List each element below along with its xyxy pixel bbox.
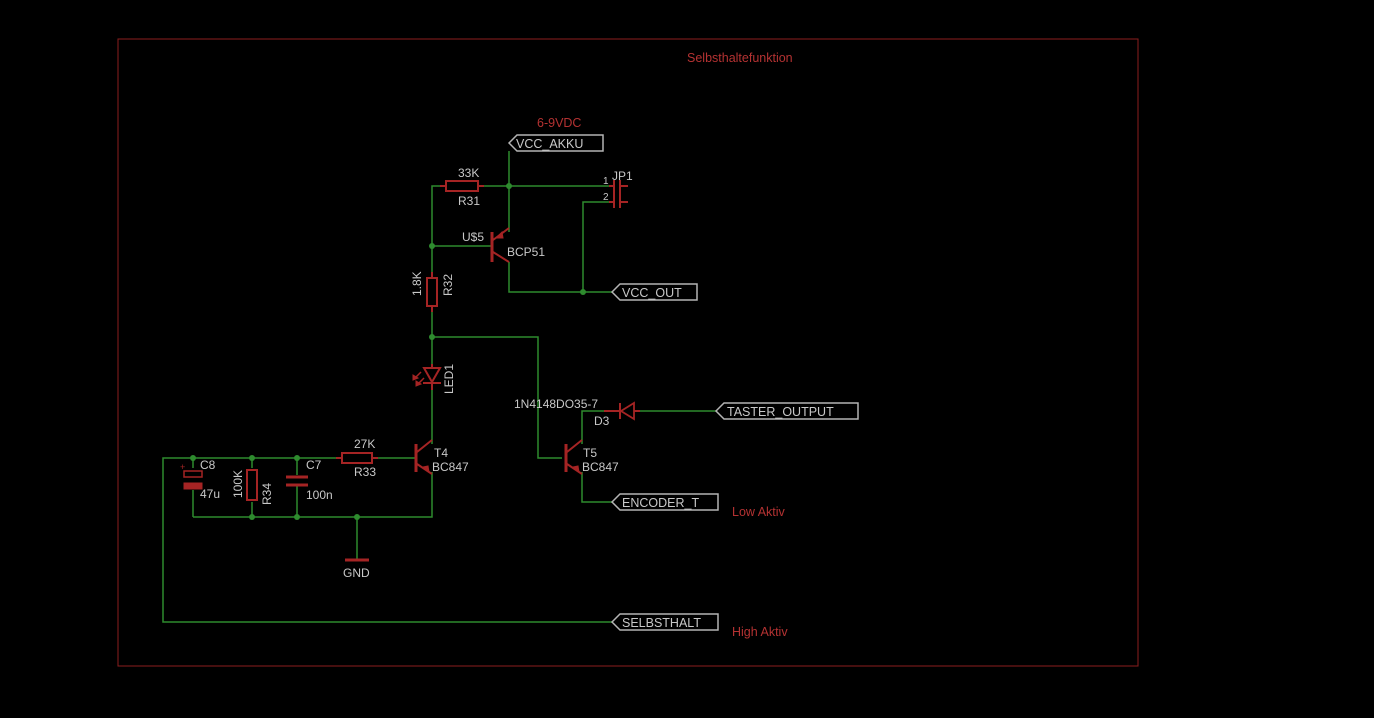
t4-value: BC847 (432, 460, 469, 474)
junction-dot (249, 514, 255, 520)
capacitor-c7[interactable]: C7 100n (286, 458, 333, 502)
junction-dot (506, 183, 512, 189)
d3-value: 1N4148DO35-7 (514, 397, 598, 411)
capacitor-c8[interactable]: + C8 47u (180, 458, 220, 501)
junction-dot (580, 289, 586, 295)
wire-bcp51-collector (508, 262, 612, 293)
led1-name: LED1 (442, 364, 456, 394)
net-label-taster-output[interactable]: TASTER_OUTPUT (714, 402, 859, 420)
t5-value: BC847 (582, 460, 619, 474)
ground-symbol[interactable]: GND (343, 558, 370, 580)
junctions (190, 183, 586, 520)
wire-ground-rail (193, 472, 433, 518)
c8-value: 47u (200, 487, 220, 501)
emitter-arrow-icon (421, 465, 430, 474)
led-led1[interactable]: LED1 (412, 364, 456, 394)
supply-note: 6-9VDC (537, 116, 581, 130)
title-note: Selbsthaltefunktion (687, 51, 793, 65)
net-label-text: TASTER_OUTPUT (727, 405, 834, 419)
wire-t5-collector (581, 410, 604, 444)
schematic-frame (117, 38, 1139, 667)
c8-polarity-icon: + (180, 462, 185, 472)
r31-value: 33K (458, 166, 479, 180)
gnd-label: GND (343, 566, 370, 580)
emitter-arrow-icon (571, 465, 580, 474)
junction-dot (249, 455, 255, 461)
net-label-text: VCC_OUT (622, 286, 682, 300)
emitter-arrow-icon (494, 230, 504, 239)
t5-name: T5 (583, 446, 597, 460)
jp1-name: JP1 (612, 169, 633, 183)
r33-value: 27K (354, 437, 375, 451)
net-label-text: VCC_AKKU (516, 137, 583, 151)
u5-value: BCP51 (507, 245, 545, 259)
r31-name: R31 (458, 194, 480, 208)
junction-dot (294, 455, 300, 461)
net-label-vcc-out[interactable]: VCC_OUT (610, 283, 698, 301)
wire-r31-left (431, 185, 446, 246)
net-label-selbsthalt[interactable]: SELBSTHALT (610, 613, 719, 631)
net-label-text: SELBSTHALT (622, 616, 701, 630)
c8-name: C8 (200, 458, 216, 472)
jumper-jp1[interactable]: JP1 1 2 (603, 169, 633, 208)
net-label-encoder-t[interactable]: ENCODER_T (610, 493, 719, 511)
transistor-u5-bcp51[interactable]: U$5 BCP51 (462, 227, 545, 263)
r34-value: 100K (231, 470, 245, 498)
wire-jp1-pin2 (582, 201, 609, 292)
r33-name: R33 (354, 465, 376, 479)
junction-dot (429, 243, 435, 249)
r34-name: R34 (260, 483, 274, 505)
resistor-r31[interactable]: 33K R31 (440, 166, 484, 208)
junction-dot (429, 334, 435, 340)
diode-d3[interactable]: 1N4148DO35-7 D3 (514, 397, 640, 428)
jp1-pin2: 2 (603, 192, 609, 203)
transistor-t4-bc847[interactable]: T4 BC847 (414, 439, 469, 475)
r32-value: 1.8K (410, 271, 424, 296)
transistor-t5-bc847[interactable]: T5 BC847 (564, 439, 619, 475)
jp1-pin1: 1 (603, 176, 609, 187)
junction-dot (190, 455, 196, 461)
net-label-text: ENCODER_T (622, 496, 699, 510)
resistor-r32[interactable]: 1.8K R32 (410, 271, 455, 312)
c7-value: 100n (306, 488, 333, 502)
u5-name: U$5 (462, 230, 484, 244)
net-label-vcc-akku[interactable]: VCC_AKKU (507, 134, 604, 152)
high-active-note: High Aktiv (732, 625, 788, 639)
light-arrow-icon (415, 380, 423, 387)
wire-encoder-t (581, 472, 612, 503)
c7-name: C7 (306, 458, 322, 472)
junction-dot (354, 514, 360, 520)
resistor-r34[interactable]: 100K R34 (231, 469, 274, 505)
resistor-r33[interactable]: 27K R33 (336, 437, 378, 479)
wires (162, 151, 716, 623)
low-active-note: Low Aktiv (732, 505, 786, 519)
wire-t5-base (432, 336, 562, 459)
junction-dot (294, 514, 300, 520)
t4-name: T4 (434, 446, 448, 460)
r32-name: R32 (441, 274, 455, 296)
light-arrow-icon (412, 374, 420, 381)
wire-selbsthalt (162, 457, 612, 623)
d3-name: D3 (594, 414, 610, 428)
